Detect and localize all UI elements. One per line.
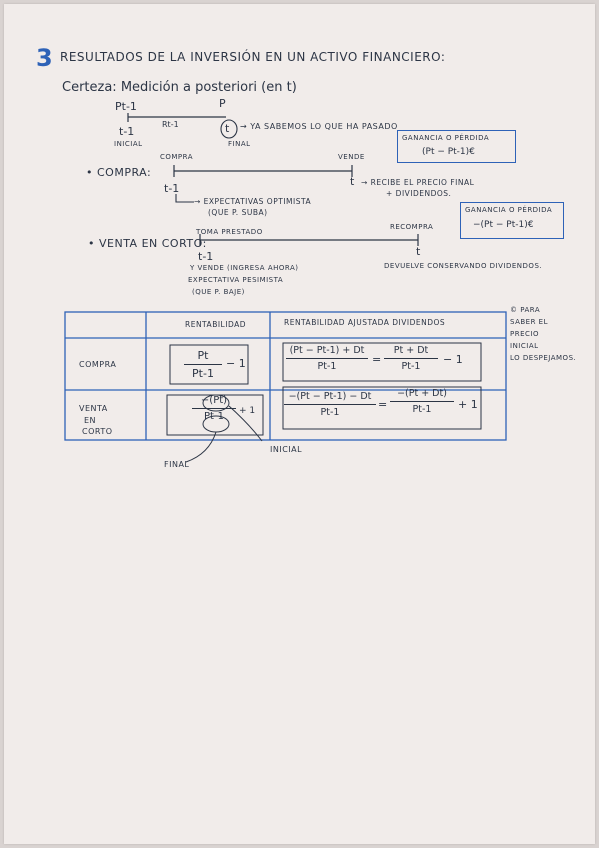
t1-label-t-1: t-1 <box>119 125 135 138</box>
row1-adj-eq: = <box>372 353 382 366</box>
inicial-annotation: Inicial <box>270 445 303 454</box>
compra-left-top: Compra <box>160 153 194 161</box>
table-header-rentabilidad: Rentabilidad <box>185 320 246 329</box>
row2-adj2-num: −(Pt + Dt) <box>390 388 454 402</box>
t1-label-pt1: Pt-1 <box>115 100 137 113</box>
certeza-heading: Certeza: Medición a posteriori (en t) <box>62 80 297 95</box>
compra-right-bottom: t <box>350 175 355 188</box>
row2-rent-fraction: −(Pt) Pt-1 <box>192 395 236 422</box>
compra-right-top: Vende <box>338 153 365 161</box>
row2-adj2-den: Pt-1 <box>412 404 432 415</box>
compra-left-note1: → Expectativas optimista <box>194 197 312 206</box>
ganancia-box-1-line1: Ganancia o pérdida <box>402 134 490 142</box>
side-note-line-4: inicial <box>510 342 539 350</box>
side-note: © Para saber el precio inicial lo despej… <box>510 304 576 364</box>
t1-label-final: Final <box>228 140 251 148</box>
row-label-compra: Compra <box>79 360 117 369</box>
row2-adj-den: Pt-1 <box>320 407 340 418</box>
side-note-line-1: © Para <box>510 306 541 314</box>
row2-adj-eq: = <box>378 398 388 411</box>
row2-rent-tail: + 1 <box>239 406 256 416</box>
venta-left-note2: Expectativa pesimista <box>188 276 284 284</box>
row-label-venta-1: Venta <box>79 404 108 413</box>
row1-rent-fraction: Pt Pt-1 <box>184 349 222 380</box>
row1-adj-fraction: (Pt − Pt-1) + Dt Pt-1 <box>286 345 368 372</box>
side-note-line-3: precio <box>510 330 539 338</box>
t1-label-t: t <box>225 122 230 135</box>
venta-left-note3: (que P. baje) <box>192 288 245 296</box>
compra-label: • Compra: <box>86 166 152 179</box>
compra-right-note1: → Recibe el precio final <box>361 178 475 187</box>
row2-adj-num: −(Pt − Pt-1) − Dt <box>284 391 376 405</box>
notebook-page: 3 Resultados de la inversión en un activ… <box>4 4 595 844</box>
row-label-venta-2: en <box>84 416 97 425</box>
table-header-ajustada: Rentabilidad ajustada dividendos <box>284 318 446 327</box>
venta-right-note: Devuelve conservando dividendos. <box>384 262 543 270</box>
side-note-line-2: saber el <box>510 318 548 326</box>
t1-label-rt1: Rt-1 <box>162 120 179 129</box>
compra-left-note2: (que P. suba) <box>208 208 268 217</box>
t-circle-mark <box>220 119 238 139</box>
venta-left-bottom: t-1 <box>198 250 214 263</box>
row1-rent-tail: − 1 <box>226 357 246 370</box>
row1-adj-den: Pt-1 <box>317 361 337 372</box>
row2-rent-den: Pt-1 <box>204 411 224 422</box>
t1-label-inicial: Inicial <box>114 140 143 148</box>
row2-adj2-tail: + 1 <box>458 398 478 411</box>
table-grid <box>64 311 507 441</box>
ganancia-box-1: Ganancia o pérdida (Pt − Pt-1)€ <box>397 130 516 163</box>
page-title: Resultados de la inversión en un activo … <box>60 50 446 64</box>
ganancia-box-1-line2: (Pt − Pt-1)€ <box>422 147 475 157</box>
ink-drawing-layer <box>64 113 507 463</box>
ganancia-box-2: Ganancia o pérdida −(Pt − Pt-1)€ <box>460 202 564 239</box>
row1-rent-num: Pt <box>184 349 222 365</box>
ganancia-box-2-line2: −(Pt − Pt-1)€ <box>473 220 534 230</box>
row1-adj2-tail: − 1 <box>443 353 463 366</box>
t1-label-p: P <box>219 97 226 110</box>
venta-left-note1: Y vende (ingresa ahora) <box>190 264 299 272</box>
venta-label: • Venta en corto: <box>88 237 207 250</box>
venta-right-bottom: t <box>416 245 421 258</box>
row1-rent-den: Pt-1 <box>192 367 214 380</box>
row2-rent-num: −(Pt) <box>192 395 236 409</box>
compra-left-bottom: t-1 <box>164 182 180 195</box>
t1-note: → Ya sabemos lo que ha pasado <box>240 122 398 131</box>
row2-adj2-fraction: −(Pt + Dt) Pt-1 <box>390 388 454 415</box>
ganancia-box-2-line1: Ganancia o pérdida <box>465 206 553 214</box>
venta-right-top: Recompra <box>390 223 434 231</box>
row1-adj2-num: Pt + Dt <box>384 345 438 359</box>
section-number: 3 <box>36 44 53 72</box>
row-label-venta-3: corto <box>82 427 113 436</box>
row2-adj-fraction: −(Pt − Pt-1) − Dt Pt-1 <box>284 391 376 418</box>
side-note-line-5: lo despejamos. <box>510 354 577 362</box>
compra-right-note2: + dividendos. <box>386 189 452 198</box>
row1-adj-num: (Pt − Pt-1) + Dt <box>286 345 368 359</box>
venta-left-top: Toma prestado <box>196 228 263 236</box>
final-annotation: Final <box>164 460 190 469</box>
row1-adj2-fraction: Pt + Dt Pt-1 <box>384 345 438 372</box>
row1-adj2-den: Pt-1 <box>401 361 421 372</box>
